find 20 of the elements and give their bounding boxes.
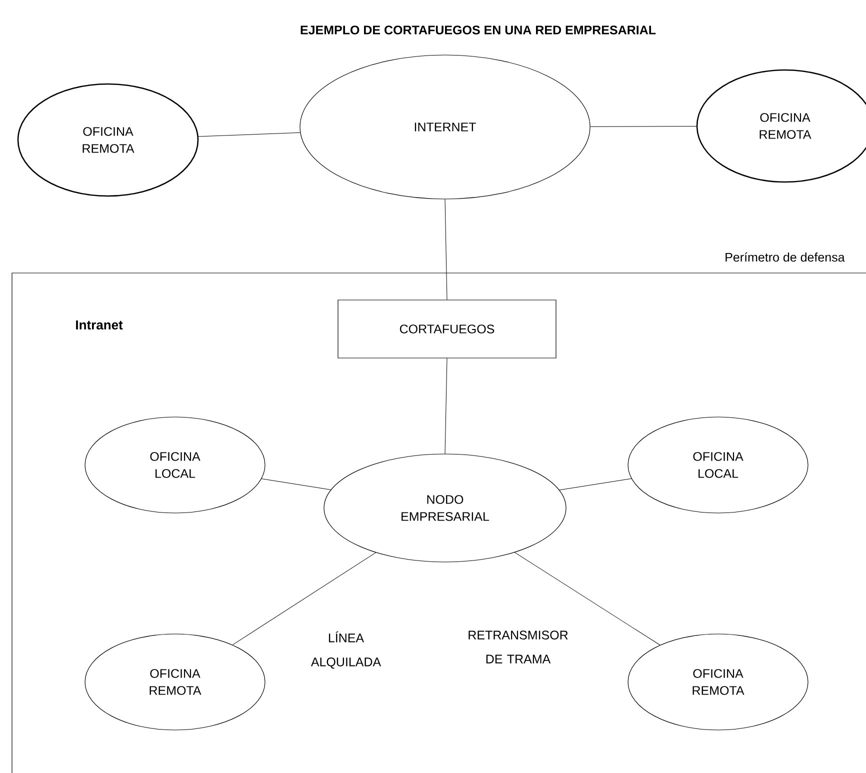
perimeter-label: Perímetro de defensa (726, 252, 845, 262)
connector-line (232, 552, 376, 646)
edge-label: RETRANSMISOR DE TRAMA (456, 630, 580, 664)
oval-node: OFICINA REMOTA (84, 634, 266, 730)
oval-node: OFICINA LOCAL (628, 416, 808, 514)
connector-line (559, 478, 632, 490)
oval-node: NODO EMPRESARIAL (324, 454, 566, 562)
connector-line (514, 552, 660, 646)
connector-line (198, 132, 300, 137)
connector-line (444, 199, 448, 300)
connector-line (261, 478, 331, 490)
oval-node: OFICINA REMOTA (628, 634, 808, 730)
edge-label: LÍNEA ALQUILADA (298, 631, 394, 669)
oval-node: OFICINA LOCAL (84, 416, 266, 514)
connector-line (590, 126, 697, 127)
title: EJEMPLO DE CORTAFUEGOS EN UNA RED EMPRESARIAL (300, 26, 656, 34)
oval-node: OFICINA REMOTA (17, 83, 199, 197)
firewall-box: CORTAFUEGOS (338, 300, 556, 358)
connector-line (444, 358, 448, 454)
oval-node: INTERNET (300, 54, 590, 200)
